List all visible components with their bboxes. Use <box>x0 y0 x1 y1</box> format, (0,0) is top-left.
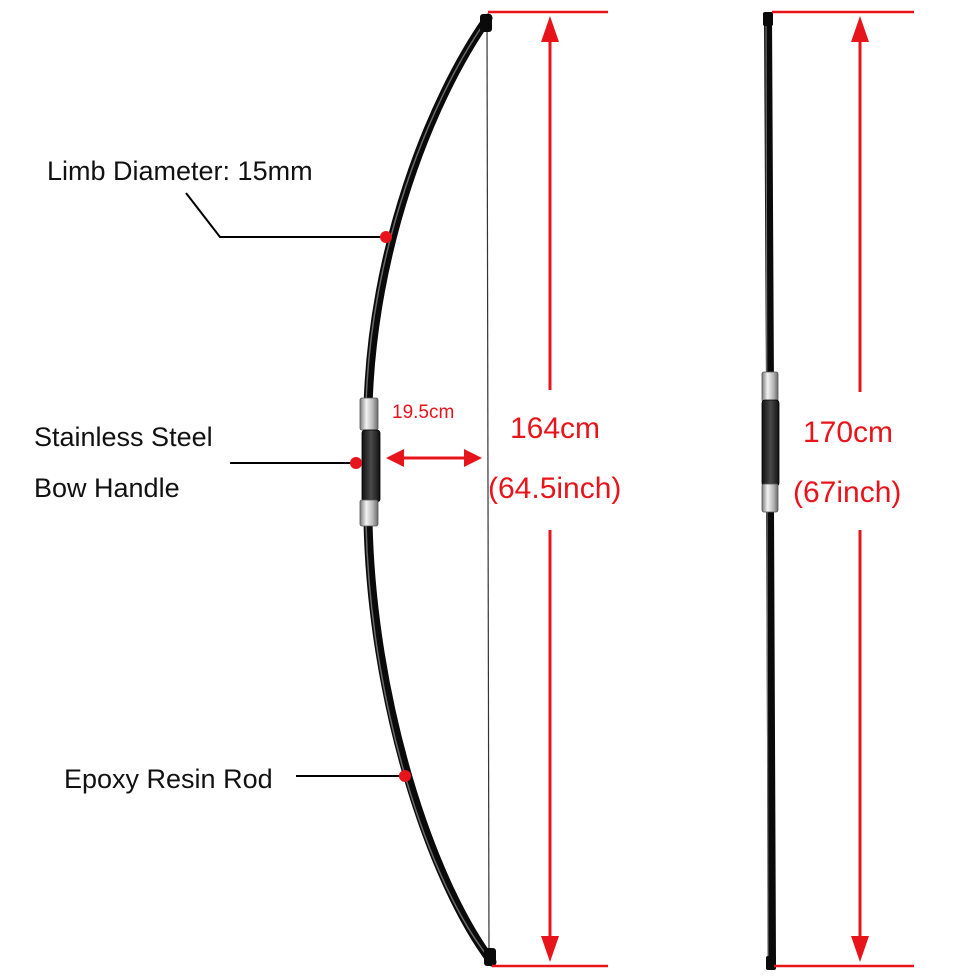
upper-limb <box>363 13 493 413</box>
label-unstrung-cm: 170cm <box>803 416 893 449</box>
unstrung-bow-handle <box>761 371 780 513</box>
unstrung-grip <box>761 399 780 487</box>
unstrung-bow <box>761 12 780 970</box>
unstrung-upper-limb <box>764 12 774 394</box>
label-stainless-steel: Stainless Steel <box>34 422 213 452</box>
upper-limb-highlight <box>365 21 486 407</box>
marker-dot-rod <box>399 770 411 782</box>
strung-arrowhead-top <box>541 16 559 42</box>
callout-bow-handle: Stainless Steel Bow Handle <box>34 422 362 503</box>
unstrung-lower-tip <box>766 956 776 970</box>
brace-height-arrowhead-right <box>464 449 482 467</box>
unstrung-steel-top <box>761 371 779 403</box>
upper-tip <box>480 14 492 32</box>
leader-line-limb <box>185 192 386 238</box>
lower-tip <box>484 948 496 966</box>
unstrung-length-dimension: 170cm (67inch) <box>772 10 914 968</box>
handle-grip <box>361 429 381 503</box>
marker-dot-limb <box>380 231 392 243</box>
label-unstrung-inch: (67inch) <box>793 476 901 509</box>
unstrung-arrowhead-top <box>851 16 869 42</box>
unstrung-lower-limb <box>766 506 776 968</box>
lower-limb <box>363 517 497 967</box>
strung-length-dimension: 164cm (64.5inch) <box>488 10 621 968</box>
bowstring <box>486 21 490 959</box>
strung-arrowhead-bottom <box>541 936 559 962</box>
label-epoxy-resin-rod: Epoxy Resin Rod <box>64 764 273 794</box>
brace-height-dimension: 19.5cm <box>386 402 482 467</box>
label-strung-cm: 164cm <box>510 412 600 445</box>
callout-epoxy-rod: Epoxy Resin Rod <box>64 764 411 794</box>
callout-limb-diameter: Limb Diameter: 15mm <box>47 156 392 243</box>
handle-steel-bottom <box>359 499 379 527</box>
lower-limb-highlight <box>365 523 490 959</box>
label-strung-inch: (64.5inch) <box>488 472 621 505</box>
unstrung-upper-tip <box>763 12 773 26</box>
strung-bow <box>359 13 497 967</box>
label-limb-diameter: Limb Diameter: 15mm <box>47 156 313 186</box>
label-bow-handle: Bow Handle <box>34 473 180 503</box>
unstrung-arrowhead-bottom <box>851 936 869 962</box>
strung-bow-handle <box>359 397 381 527</box>
handle-steel-top <box>359 397 379 431</box>
label-brace-height: 19.5cm <box>392 402 454 423</box>
brace-height-arrowhead-left <box>386 449 404 467</box>
marker-dot-handle <box>350 457 362 469</box>
unstrung-steel-bottom <box>761 483 779 513</box>
